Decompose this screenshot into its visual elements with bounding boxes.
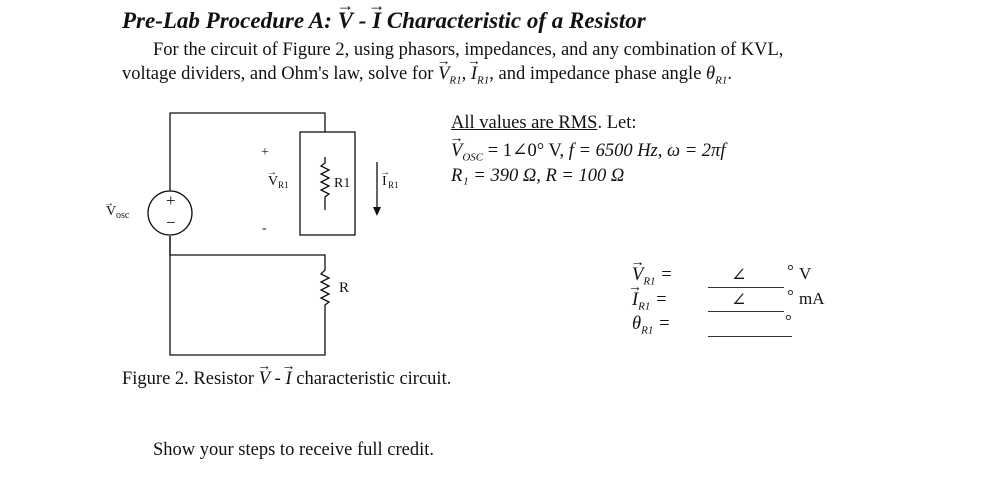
source-plus: +	[166, 191, 176, 210]
rms-note: All values are RMS. Let:	[451, 113, 637, 133]
intro-line-2: voltage dividers, and Ohm's law, solve f…	[122, 64, 732, 87]
answer-vr1-magnitude-blank[interactable]	[708, 287, 784, 288]
wire-left-bottom	[169, 236, 326, 265]
answer-vr1-label: VR1 =	[632, 265, 673, 288]
answer-theta-degree: °	[785, 311, 792, 330]
intro-line-1: For the circuit of Figure 2, using phaso…	[153, 40, 784, 60]
answer-ir1-degree: °	[787, 286, 794, 305]
answer-ir1-angle: ∠	[731, 291, 747, 311]
r-resistor	[319, 265, 331, 318]
source-minus: −	[166, 213, 176, 232]
answer-ir1-label: IR1 =	[632, 290, 668, 313]
vr1-label: V	[268, 174, 278, 189]
footer-instruction: Show your steps to receive full credit.	[153, 440, 435, 460]
ir1-label-sub: R1	[388, 180, 399, 190]
source-label: V	[106, 204, 116, 219]
source-arrow-glyph: →	[104, 198, 114, 209]
source-label-sub: osc	[116, 210, 130, 221]
vr1-minus: -	[262, 221, 267, 236]
ir1-label: I	[382, 174, 387, 189]
answer-vr1-degree: °	[787, 261, 794, 280]
ir1-arrow-glyph: →	[380, 167, 390, 178]
given-line-1: VOSC = 1∠0° V, f = 6500 Hz, ω = 2πf	[451, 140, 725, 164]
vr1-arrow-glyph: →	[267, 167, 277, 178]
answer-theta-label: θR1 =	[632, 314, 671, 337]
answer-ir1-unit: mA	[799, 289, 825, 308]
r1-label: R1	[334, 176, 350, 191]
wire-left-top	[169, 112, 326, 191]
answer-vr1-angle: ∠	[731, 266, 747, 286]
given-line-2: R₁ = 390 Ω, R = 100 Ω	[451, 166, 625, 186]
page-title: Pre-Lab Procedure A: V - I Characteristi…	[122, 8, 646, 34]
r1-box	[299, 131, 356, 236]
vr1-label-sub: R1	[278, 180, 289, 190]
vector-v-symbol: V	[338, 8, 353, 34]
vector-i-symbol: I	[372, 8, 381, 34]
current-arrow-head	[373, 207, 381, 216]
vr1-plus: +	[261, 145, 269, 160]
answer-ir1-magnitude-blank[interactable]	[708, 311, 784, 312]
answer-theta-blank[interactable]	[708, 336, 792, 337]
r-label: R	[339, 280, 349, 296]
wire-bottom	[169, 236, 326, 356]
source-circle	[147, 190, 193, 236]
answer-vr1-unit: V	[799, 264, 812, 283]
figure-caption: Figure 2. Resistor V - I characteristic …	[122, 369, 451, 390]
r1-resistor	[319, 157, 331, 210]
